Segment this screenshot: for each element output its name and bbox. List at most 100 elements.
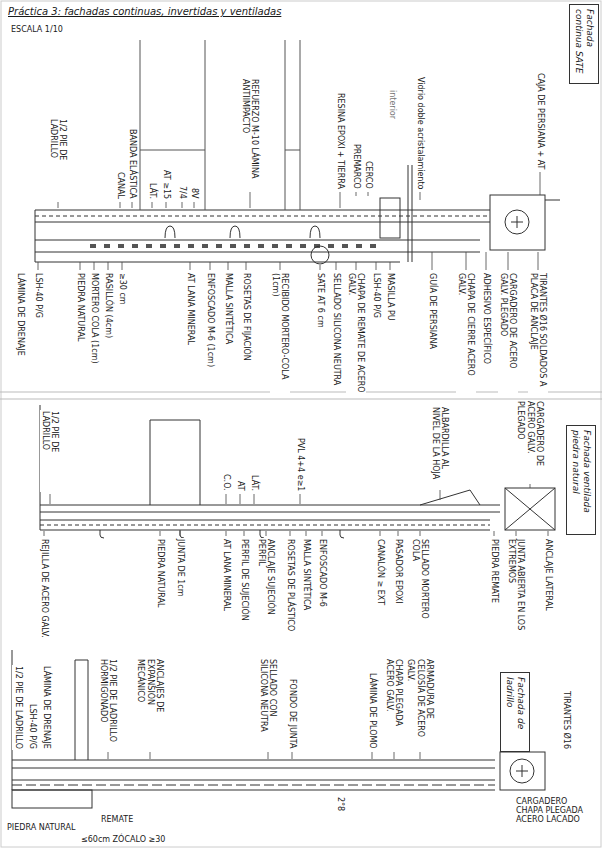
part-label: 1/2 PIE DE LADRILLO (40, 410, 60, 492)
part-label: RASILLÓN (4cm) (102, 272, 113, 339)
leader-line (372, 752, 373, 759)
lintel-box (500, 752, 545, 790)
leader-line (190, 262, 191, 270)
leader-line (394, 752, 395, 759)
part-label: PREMARCO (350, 143, 361, 190)
membrane-line (40, 525, 490, 526)
part-label: BANDA ELÁSTICA (126, 128, 137, 200)
part-label: SELLADO MORTERO COLA (410, 538, 430, 640)
leader-line (516, 531, 517, 536)
brick-teeth (90, 244, 380, 248)
part-label: CARGADERO CHAPA PLEGADA ACERO LACADO (515, 796, 597, 826)
part-label: ANCLAJE LATERAL (542, 538, 553, 612)
leader-line (530, 484, 531, 488)
membrane-line (35, 216, 490, 217)
leader-line (420, 192, 421, 200)
leader-line (340, 192, 341, 208)
part-label: ANCLAJE SUJECIÓN PERFIL (256, 538, 276, 640)
part-label: AT LANA MINERAL (220, 538, 231, 612)
part-label: TIRANTES Ø16 (560, 690, 571, 750)
leader-line (160, 531, 161, 536)
leader-line (80, 262, 81, 270)
tie-cross (516, 765, 528, 777)
leader-line (538, 252, 539, 270)
leader-line (356, 262, 357, 270)
part-label: 1/2 PIE DE LADRILLO (48, 118, 68, 200)
part-label: PIEDRA REMATE (488, 538, 499, 604)
leader-line (58, 202, 59, 208)
part-label: AT ≥15 (160, 169, 171, 200)
part-label: CAJA DE PERSIANA + AT (534, 72, 545, 170)
part-label: LSH-40 P/G (26, 703, 37, 750)
leader-line (266, 531, 267, 536)
leader-line (50, 494, 51, 504)
part-label: GUÍA DE PERSIANA (426, 272, 437, 350)
part-label: MASILLA PU (384, 272, 395, 322)
leader-line (322, 531, 323, 536)
part-label: 1/2 PIE DE LADRILLO (12, 665, 23, 750)
part-label: REJILLA DE ACERO GALV. (38, 538, 49, 639)
window-frame (380, 198, 400, 238)
leader-line (292, 752, 293, 759)
leader-line (540, 172, 541, 195)
leader-line (132, 202, 133, 208)
leader-line (320, 265, 321, 270)
leader-line (210, 262, 211, 270)
part-label: CARGADERO DE ACERO GALV. PLEGADO (515, 400, 545, 482)
part-label: PERFIL DE SUJECIÓN (238, 538, 249, 622)
glazing-line (408, 165, 560, 262)
tie-symbol (510, 759, 534, 783)
leader-line (398, 531, 399, 536)
leader-line (280, 262, 281, 270)
leader-line (150, 752, 151, 759)
leader-line (182, 202, 183, 208)
leader-line (306, 531, 307, 536)
leader-line (228, 262, 229, 270)
lintel-cross (505, 488, 555, 530)
leader-line (226, 531, 227, 536)
part-label: AT (234, 480, 245, 492)
part-label: MALLA SINTÉTICA (300, 538, 311, 611)
part-label: C.O. (220, 473, 231, 492)
anchor-symbol (165, 226, 320, 238)
leader-line (432, 252, 433, 270)
wall-layers (40, 405, 500, 530)
part-label: AT LANA MINERAL (184, 272, 195, 346)
leader-line (108, 752, 109, 759)
leader-line (94, 262, 95, 270)
part-label: CANALÓN ≥ EXT (374, 538, 385, 606)
part-label: 2°8 (334, 796, 345, 812)
leader-line (290, 531, 291, 536)
leader-line (376, 262, 377, 270)
part-label: ARMADURA DE CELOSÍA DE ACERO GALV. (405, 658, 435, 750)
leader-line (486, 252, 487, 270)
leader-line (120, 202, 121, 208)
box-title: Fachada ventilada piedra natural (571, 430, 592, 513)
leader-line (44, 531, 45, 536)
part-label: TIRANTES Ø16 SOLDADOS A PLACA DE ANCLAJE (528, 272, 548, 394)
part-label: CHAPA DE REMATE DE ACERO GALV. (346, 272, 366, 394)
wall-layers (12, 650, 495, 790)
part-label: CHAPA DE CIERRE ACERO GALV. (456, 272, 476, 394)
part-label: ENFOSCADO M-6 (316, 538, 327, 608)
leader-line (380, 531, 381, 536)
part-label: PIEDRA NATURAL (74, 272, 85, 342)
part-label: JUNTA ABIERTA EN LOS EXTREMOS (506, 538, 526, 640)
part-label: SELLADO CON SILICONA NEUTRA (258, 658, 278, 750)
part-label: 8V (188, 187, 199, 200)
leader-line (494, 531, 495, 536)
part-label: REMATE (100, 814, 134, 825)
part-label: SATE AT 6 cm (314, 272, 325, 329)
facade-type-box: Fachada ventilada piedra natural (566, 425, 596, 535)
part-label: ALBARDILLA AL NIVEL DE LA HOJA (430, 406, 450, 488)
part-label: ADHESIVO ESPECÍFICO (480, 272, 491, 365)
part-label: ROSETAS DE FIJACIÓN (240, 272, 251, 362)
wall-layers (35, 210, 490, 262)
part-label: ENFOSCADO M-6 (1cm) (204, 272, 215, 368)
leader-line (356, 192, 357, 196)
part-label: CERCO (362, 160, 373, 190)
leader-line (38, 262, 39, 270)
leader-line (390, 262, 391, 270)
